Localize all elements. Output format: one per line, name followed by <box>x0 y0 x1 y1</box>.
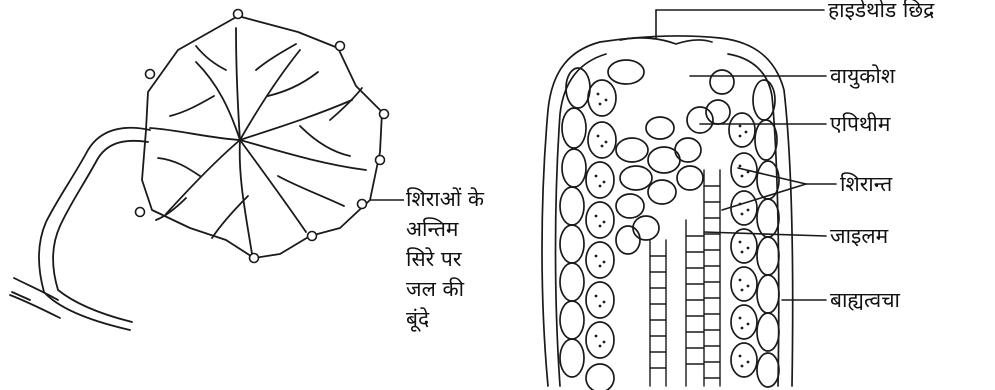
air-space-label: वायुकोश <box>830 62 895 90</box>
mesophyll-right <box>729 113 757 377</box>
xylem-strand-left <box>650 240 666 386</box>
vein-ending-label: शिरान्त <box>840 170 892 198</box>
hydathode-pore-label: हाइडेथोड छिद्र <box>828 0 934 24</box>
epidermis-label: बाह्यत्वचा <box>830 286 900 314</box>
xylem-strand-right <box>686 170 720 386</box>
epithem-cells <box>608 60 734 254</box>
pore <box>620 38 712 44</box>
epithem-label: एपिथीम <box>830 110 890 138</box>
xylem-label: जाइलम <box>830 222 888 250</box>
mesophyll-left <box>586 80 616 390</box>
